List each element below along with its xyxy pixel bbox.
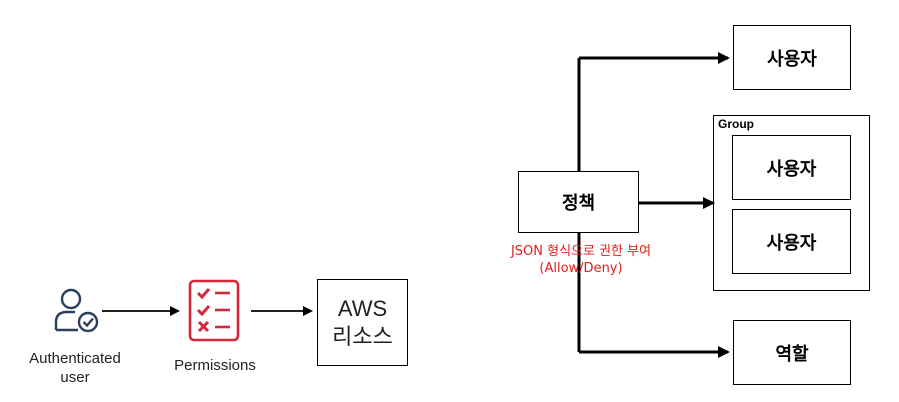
group-container: Group [713,115,870,291]
user-caption-line2: user [60,369,90,386]
group-label: Group [718,117,754,131]
group-user-box-2: 사용자 [732,209,851,274]
policy-note-line2: (Allow/Deny) [539,261,623,276]
authenticated-user-icon [50,285,100,335]
group-user1-label: 사용자 [766,158,817,180]
role-label: 역할 [775,343,809,365]
user-box-top: 사용자 [733,25,851,90]
user-caption-line1: Authenticated [29,350,121,367]
permissions-caption: Permissions [174,357,256,374]
policy-note-line1: JSON 형식으로 권한 부여 [510,244,652,259]
aws-resource-label: 리소스 [332,323,393,349]
aws-label: AWS [337,295,388,321]
group-user-box-1: 사용자 [732,135,851,200]
aws-resource-box: AWS 리소스 [317,279,408,366]
user-top-label: 사용자 [767,48,817,70]
policy-label: 정책 [561,193,596,214]
policy-note: JSON 형식으로 권한 부여 (Allow/Deny) [486,243,676,277]
role-box: 역할 [733,320,851,385]
authenticated-user-caption: Authenticated user [15,349,135,387]
policy-box: 정책 [518,171,639,233]
permissions-checklist-icon [188,279,240,342]
group-user2-label: 사용자 [766,232,817,254]
